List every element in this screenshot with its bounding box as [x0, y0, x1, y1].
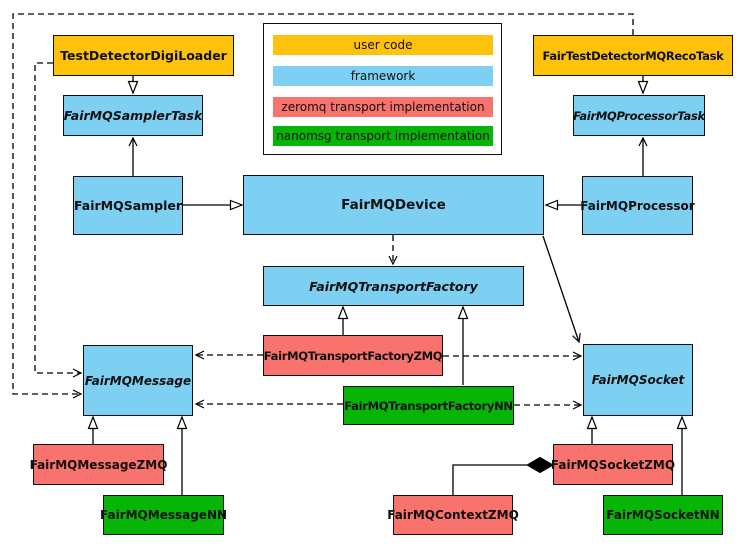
legend-item-zeromq: zeromq transport implementation: [273, 97, 493, 117]
node-fairmq-device: FairMQDevice: [243, 175, 544, 235]
node-fairmq-socket: FairMQSocket: [583, 344, 693, 416]
edge-device-socket: [542, 235, 581, 344]
node-fairmq-sampler: FairMQSampler: [73, 176, 183, 235]
edge-contextzmq-socketzmq: [452, 464, 527, 495]
node-fairmq-processor-task: FairMQProcessorTask: [573, 95, 705, 136]
node-fairmq-context-zmq: FairMQContextZMQ: [387, 495, 519, 535]
composition-diamond-icon: [525, 456, 555, 474]
legend-item-nanomsg: nanomsg transport implementation: [273, 126, 493, 146]
node-test-detector-digi-loader: TestDetectorDigiLoader: [53, 35, 234, 76]
node-fairmq-message: FairMQMessage: [83, 345, 193, 416]
node-fair-test-detector-mq-reco-task: FairTestDetectorMQRecoTask: [533, 35, 733, 76]
node-fairmq-socket-nn: FairMQSocketNN: [603, 495, 723, 535]
legend-item-user-code: user code: [273, 35, 493, 55]
node-fairmq-sampler-task: FairMQSamplerTask: [63, 95, 203, 136]
node-fairmq-message-nn: FairMQMessageNN: [100, 495, 227, 535]
node-fairmq-transport-factory-nn: FairMQTransportFactoryNN: [343, 386, 514, 425]
node-fairmq-message-zmq: FairMQMessageZMQ: [30, 444, 167, 485]
edge-digiloader-message: [34, 62, 83, 378]
node-fairmq-transport-factory-zmq: FairMQTransportFactoryZMQ: [263, 335, 443, 376]
legend-item-framework: framework: [273, 66, 493, 86]
node-fairmq-processor: FairMQProcessor: [580, 176, 695, 235]
node-fairmq-transport-factory: FairMQTransportFactory: [263, 266, 524, 306]
edge-recotask-message: [12, 13, 634, 399]
legend: user code framework zeromq transport imp…: [263, 23, 502, 155]
node-fairmq-socket-zmq: FairMQSocketZMQ: [551, 444, 675, 485]
